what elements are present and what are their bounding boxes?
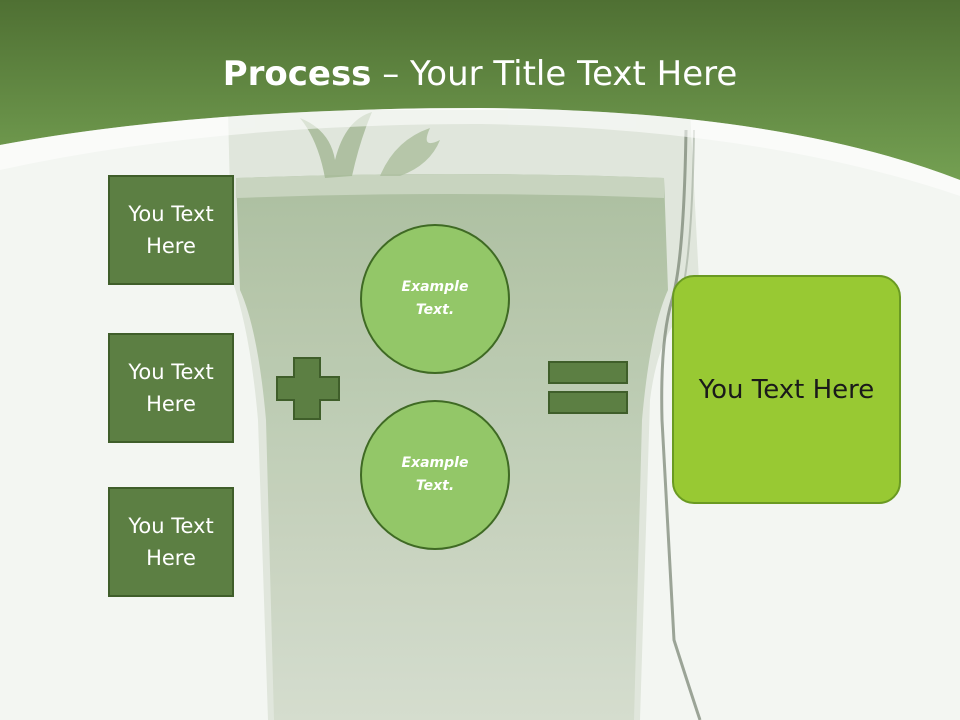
slide-title: Process – Your Title Text Here (0, 52, 960, 96)
input-box-1: You Text Here (108, 175, 234, 285)
input-box-2: You Text Here (108, 333, 234, 443)
plus-icon (276, 357, 340, 420)
title-rest: – Your Title Text Here (371, 54, 738, 94)
result-box: You Text Here (672, 275, 901, 504)
title-bold: Process (222, 54, 372, 94)
input-box-3: You Text Here (108, 487, 234, 597)
example-circle-2: Example Text. (360, 400, 510, 550)
example-circle-1: Example Text. (360, 224, 510, 374)
equals-icon (548, 361, 628, 414)
